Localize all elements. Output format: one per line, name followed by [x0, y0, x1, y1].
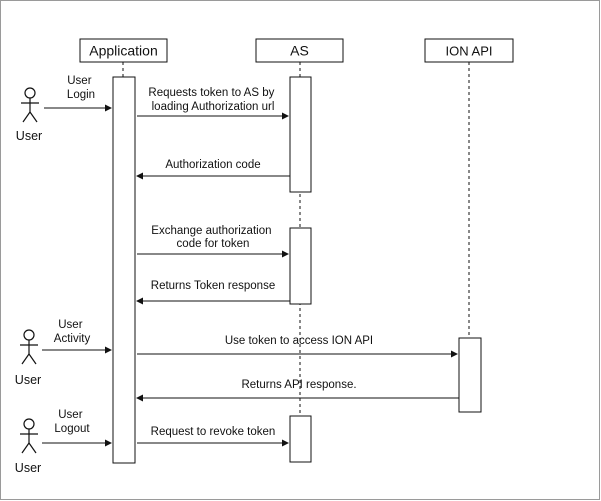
arrowhead-icon	[136, 297, 143, 305]
arrowhead-icon	[451, 350, 458, 358]
participant-ion-api: ION API	[424, 38, 514, 63]
activation-as-2	[289, 227, 312, 305]
user-icon	[21, 87, 39, 123]
actor-note-line: Activity	[54, 333, 91, 345]
actor-note-line: User	[58, 409, 82, 421]
message-label-line: Exchange authorization	[151, 225, 271, 237]
participant-box	[79, 38, 168, 63]
actor-label: User	[15, 373, 41, 387]
arrowhead-icon	[282, 112, 289, 120]
message-api-response: Returns API response.	[136, 379, 459, 402]
message-label-line: loading Authorization url	[152, 101, 275, 113]
arrowhead-icon	[136, 172, 143, 180]
message-label-line: Requests token to AS by	[148, 87, 274, 99]
activation-application	[112, 76, 136, 464]
message-authorization-code: Authorization code	[136, 159, 290, 180]
actor-label: User	[15, 461, 41, 475]
participant-box	[255, 38, 344, 63]
message-label: Use token to access ION API	[225, 335, 373, 347]
activation-ion-api	[458, 337, 482, 413]
actor-note: User Login	[67, 75, 95, 101]
participant-label: AS	[290, 43, 309, 59]
actor-user-login: User User Login	[16, 75, 112, 143]
arrowhead-icon	[105, 104, 112, 112]
message-label-line: code for token	[177, 238, 250, 250]
message-revoke-token: Request to revoke token	[137, 426, 289, 447]
actor-user-logout: User User Logout	[15, 409, 112, 475]
actor-note: User Logout	[54, 409, 90, 435]
message-label: Request to revoke token	[151, 426, 276, 438]
user-icon	[20, 329, 38, 365]
message-exchange-code: Exchange authorization code for token	[137, 225, 289, 258]
actor-note-line: Logout	[54, 423, 90, 435]
message-label: Exchange authorization code for token	[151, 225, 274, 250]
actor-user-activity: User User Activity	[15, 319, 112, 387]
message-request-token: Requests token to AS by loading Authoriz…	[137, 87, 289, 120]
message-label: Requests token to AS by loading Authoriz…	[148, 87, 277, 113]
participant-as: AS	[255, 38, 344, 63]
actor-note-line: User	[58, 319, 82, 331]
message-token-response: Returns Token response	[136, 280, 290, 305]
message-label: Returns API response.	[241, 379, 356, 391]
participant-label: ION API	[446, 44, 493, 59]
actor-label: User	[16, 129, 42, 143]
actor-note: User Activity	[54, 319, 91, 345]
arrowhead-icon	[136, 394, 143, 402]
activation-as-3	[289, 415, 312, 463]
arrowhead-icon	[105, 439, 112, 447]
participant-box	[424, 38, 514, 63]
user-icon	[20, 418, 38, 454]
message-label: Returns Token response	[151, 280, 275, 292]
actor-note-line: Login	[67, 89, 95, 101]
arrowhead-icon	[282, 439, 289, 447]
message-label: Authorization code	[165, 159, 260, 171]
participant-application: Application	[79, 38, 168, 63]
arrowhead-icon	[282, 250, 289, 258]
actor-note-line: User	[67, 75, 91, 87]
activation-as-1	[289, 76, 312, 193]
arrowhead-icon	[105, 346, 112, 354]
participant-label: Application	[89, 43, 158, 59]
message-use-token: Use token to access ION API	[137, 335, 458, 358]
